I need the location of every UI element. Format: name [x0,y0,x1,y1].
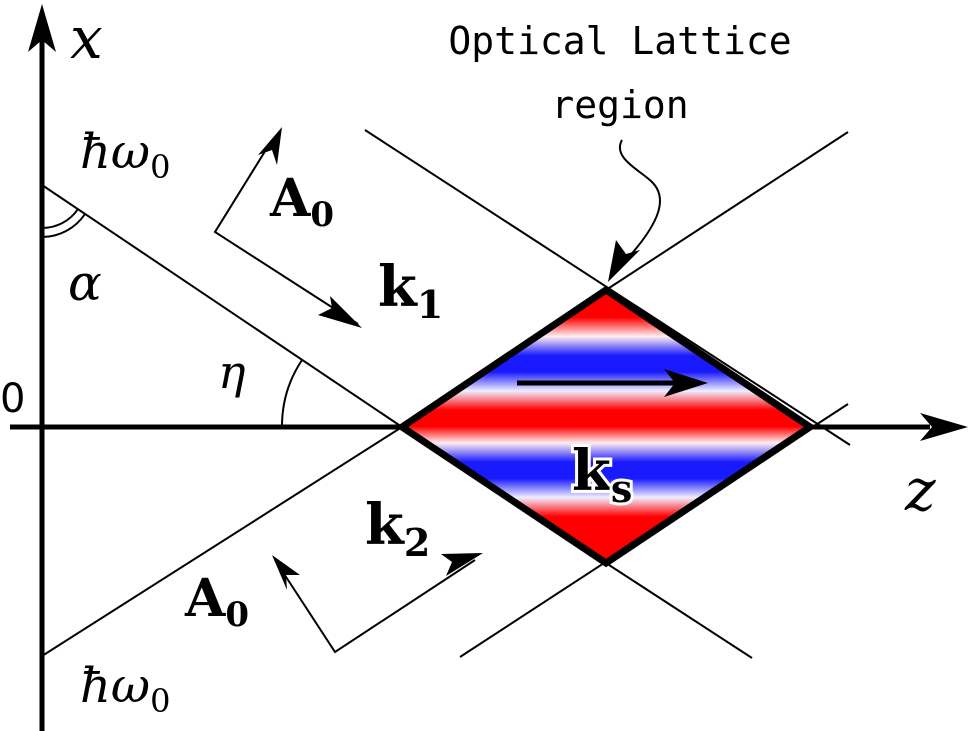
lattice-pointer-arrowhead [608,240,640,282]
x-axis-label: x [70,4,103,72]
alpha-arc-inner [41,208,79,230]
ks-arrowhead [664,369,708,397]
beam-lower-incoming [41,426,403,657]
alpha-arc-outer [41,213,86,238]
lattice-title-line1: Optical Lattice [448,19,791,63]
k1-arrowhead [318,296,362,328]
k2-arrowhead [441,553,483,576]
upper-amplitude-label: A0 [269,168,334,235]
polarization-arrowhead-upper-a [258,127,282,165]
alpha-label: α [68,254,102,312]
lattice-pointer-arrow [619,139,661,259]
lattice-title-line2: region [551,83,688,127]
beam-upper-incoming [41,184,403,428]
beam-right-upper [605,131,849,291]
lower-amplitude-label: A0 [184,568,249,635]
x-axis-arrowhead [28,4,56,52]
k2-label: k2 [365,492,430,565]
polarization-arrow-upper [213,139,359,325]
z-axis-label: z [904,456,936,524]
ks-label: ks [572,438,632,511]
upper-energy-label: ħω0 [80,124,170,186]
k1-label: k1 [378,254,443,327]
lattice-region [402,290,810,563]
origin-label: 0 [0,376,25,422]
polarization-arrowhead-lower-a [272,555,300,590]
eta-arc [280,359,303,428]
lattice-outline [395,285,817,568]
polarization-arrow-lower [274,559,476,654]
z-axis-arrowhead [920,413,968,441]
beam-right-lower [605,562,753,659]
lower-energy-label: ħω0 [80,658,170,720]
eta-label: η [218,345,246,399]
